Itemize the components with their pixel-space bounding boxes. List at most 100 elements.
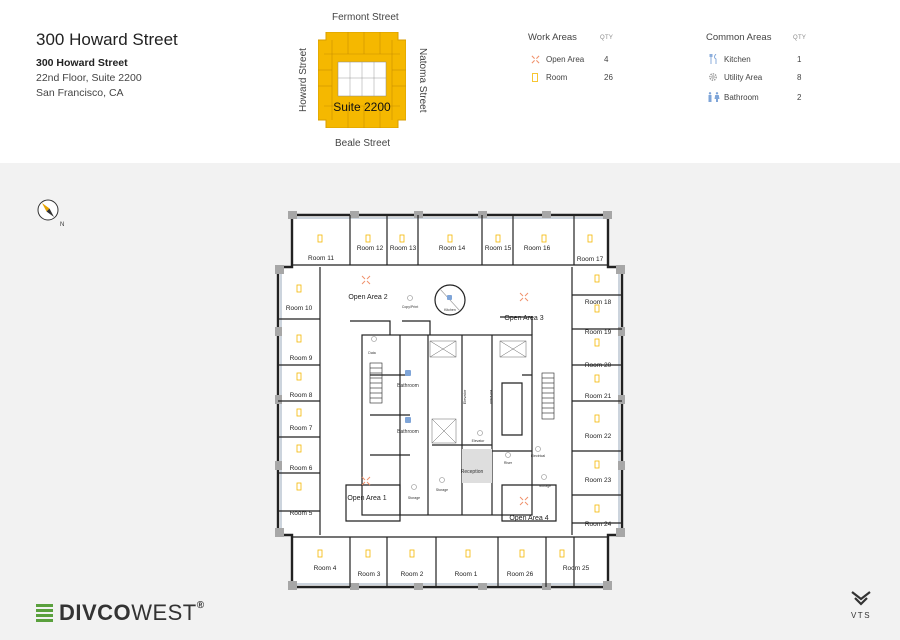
open-area-label: Open Area 4 <box>509 515 548 522</box>
copy-print-label: Copy/Print <box>402 305 418 309</box>
open-area-label: Open Area 2 <box>348 294 387 301</box>
legend-row-open-area: Open Area 4 <box>528 52 728 66</box>
address-line-1: 300 Howard Street <box>36 57 128 69</box>
address-line-3: San Francisco, CA <box>36 87 124 99</box>
legend-row-kitchen: Kitchen 1 <box>706 52 900 66</box>
vts-logo: VTS <box>845 590 877 620</box>
room-label: Room 6 <box>290 465 313 472</box>
room-label: Room 17 <box>577 256 604 263</box>
legend-bathroom-label: Bathroom <box>724 92 759 102</box>
legend-kitchen-label: Kitchen <box>724 54 751 64</box>
data-room-label: Data <box>368 351 375 355</box>
bathroom-label: Bathroom <box>397 429 419 435</box>
keymap-suite-label: Suite 2200 <box>333 100 391 114</box>
elevator-lobby-label: Elevator <box>472 439 486 443</box>
elevator-shafts <box>429 340 527 444</box>
legend-row-room: Room 26 <box>528 70 728 84</box>
room-label: Room 18 <box>585 299 612 306</box>
structural-columns <box>275 211 625 590</box>
room-labels: Room 11 Room 12 Room 13 Room 14 Room 15 … <box>286 245 612 578</box>
utility-icon-markers <box>371 295 547 490</box>
legend-open-area-label: Open Area <box>546 54 585 64</box>
legend-work-qty-header: QTY <box>600 35 614 41</box>
reception-area <box>462 449 492 483</box>
room-label: Room 19 <box>585 329 612 336</box>
street-south: Beale Street <box>335 138 391 149</box>
legend-common-areas: Common Areas QTY Kitchen 1 Utility Area … <box>706 32 816 112</box>
room-label: Room 15 <box>485 245 512 252</box>
interior-walls <box>278 215 622 587</box>
room-label: Room 11 <box>308 255 334 262</box>
stairs <box>369 362 555 420</box>
street-north: Fermont Street <box>332 12 399 23</box>
room-label: Room 25 <box>563 565 590 572</box>
riser-label: Riser <box>504 461 513 465</box>
kitchen-icon <box>706 54 720 64</box>
floor-plan: Room 11 Room 12 Room 13 Room 14 Room 15 … <box>275 211 625 590</box>
compass: N <box>36 198 66 233</box>
room-label: Room 26 <box>507 571 534 578</box>
room-label: Room 7 <box>290 425 313 432</box>
legend-room-label: Room <box>546 72 568 82</box>
room-label: Room 14 <box>439 245 466 252</box>
keymap-diagram: Suite 2200 <box>318 32 406 128</box>
open-area-label: Open Area 3 <box>504 315 543 322</box>
legend-bathroom-qty: 2 <box>797 92 802 102</box>
utility-gear-icon <box>706 72 720 82</box>
storage-label: Storage <box>436 488 448 492</box>
street-west: Howard Street <box>298 48 309 112</box>
storage-label: Storage <box>539 484 551 488</box>
open-area-label: Open Area 1 <box>347 495 386 502</box>
room-label: Room 20 <box>585 362 612 369</box>
kitchen-round <box>434 284 466 316</box>
room-label: Room 9 <box>290 355 313 362</box>
logo-bars-icon <box>36 604 53 622</box>
room-label: Room 23 <box>585 477 612 484</box>
room-label: Room 21 <box>585 393 612 400</box>
address-line-2: 22nd Floor, Suite 2200 <box>36 72 142 84</box>
compass-north-label: N <box>60 222 64 228</box>
room-label: Room 3 <box>358 571 381 578</box>
open-area-markers <box>361 275 529 506</box>
legend-row-bathroom: Bathroom 2 <box>706 90 900 104</box>
storage-label: Storage <box>408 496 420 500</box>
legend-open-area-qty: 4 <box>604 54 609 64</box>
legend-row-utility: Utility Area 8 <box>706 70 900 84</box>
room-label: Room 5 <box>290 510 313 517</box>
vts-logo-icon <box>851 591 871 606</box>
header-panel: 300 Howard Street 300 Howard Street 22nd… <box>0 0 900 163</box>
reception-label: Reception <box>461 469 484 475</box>
legend-common-qty-header: QTY <box>793 35 807 41</box>
bathroom-label: Bathroom <box>397 383 419 389</box>
legend-utility-qty: 8 <box>797 72 802 82</box>
elevator-label: Elevator <box>489 390 494 405</box>
room-label: Room 12 <box>357 245 384 252</box>
compass-icon: N <box>37 199 64 228</box>
logo-text-bold: DIVCO <box>59 600 132 625</box>
divcowest-logo: DIVCOWEST® <box>36 600 205 626</box>
street-east: Natoma Street <box>417 48 428 113</box>
room-label: Room 24 <box>585 521 612 528</box>
legend-work-areas: Work Areas QTY Open Area 4 Room 26 <box>528 32 618 112</box>
legend-utility-label: Utility Area <box>724 72 763 82</box>
building-title: 300 Howard Street <box>36 30 178 49</box>
bathroom-icon-markers <box>405 295 452 423</box>
electrical-label: Electrical <box>531 454 545 458</box>
room-label: Room 13 <box>390 245 417 252</box>
room-markers <box>296 234 600 558</box>
room-label: Room 4 <box>314 565 337 572</box>
room-label: Room 2 <box>401 571 424 578</box>
bathroom-icon <box>706 92 720 102</box>
floor-outline <box>276 213 624 589</box>
room-label: Room 8 <box>290 392 313 399</box>
room-label: Room 22 <box>585 433 612 440</box>
room-icon <box>528 72 542 82</box>
open-area-labels: Open Area 2 Open Area 3 Open Area 1 Open… <box>347 294 548 522</box>
legend-kitchen-qty: 1 <box>797 54 802 64</box>
room-label: Room 1 <box>455 571 478 578</box>
legend-room-qty: 26 <box>604 72 613 82</box>
vts-label: VTS <box>850 611 872 620</box>
elevator-label: Elevator <box>462 389 467 404</box>
legend-common-areas-title: Common Areas <box>706 32 772 43</box>
room-label: Room 16 <box>524 245 551 252</box>
